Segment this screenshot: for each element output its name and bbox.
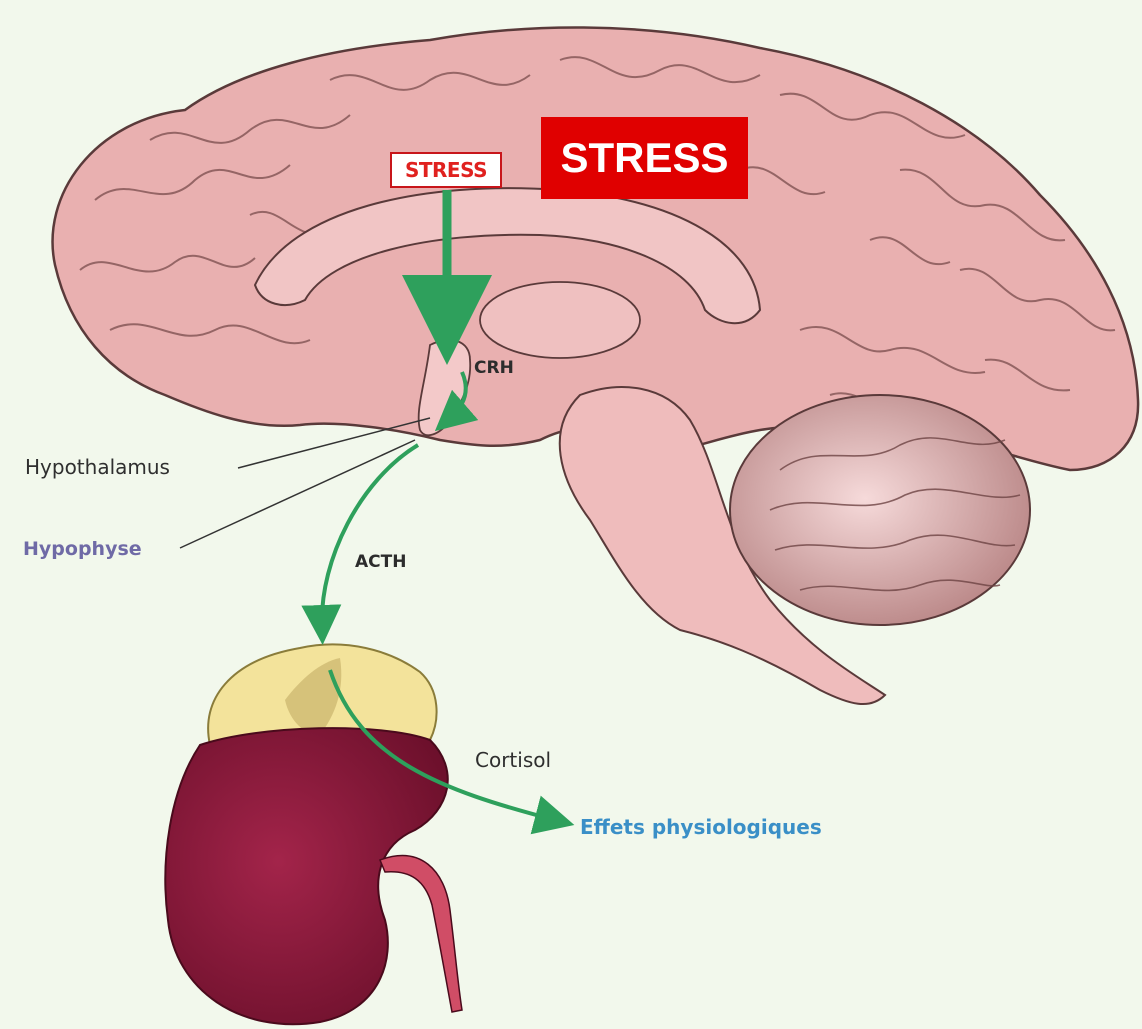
stress-banner: STRESS — [541, 117, 748, 199]
hypophyse-label: Hypophyse — [23, 538, 142, 560]
ureter — [380, 856, 462, 1012]
acth-arrow — [322, 445, 418, 625]
effets-physiologiques-label: Effets physiologiques — [580, 815, 822, 839]
stress-box-label: STRESS — [390, 152, 502, 188]
cortisol-label: Cortisol — [475, 748, 551, 772]
crh-label: CRH — [474, 358, 514, 378]
hypothalamus-label: Hypothalamus — [25, 455, 170, 479]
acth-label: ACTH — [355, 552, 406, 572]
thalamus — [480, 282, 640, 358]
hypophyse-leader — [180, 440, 415, 548]
kidney — [165, 728, 447, 1024]
